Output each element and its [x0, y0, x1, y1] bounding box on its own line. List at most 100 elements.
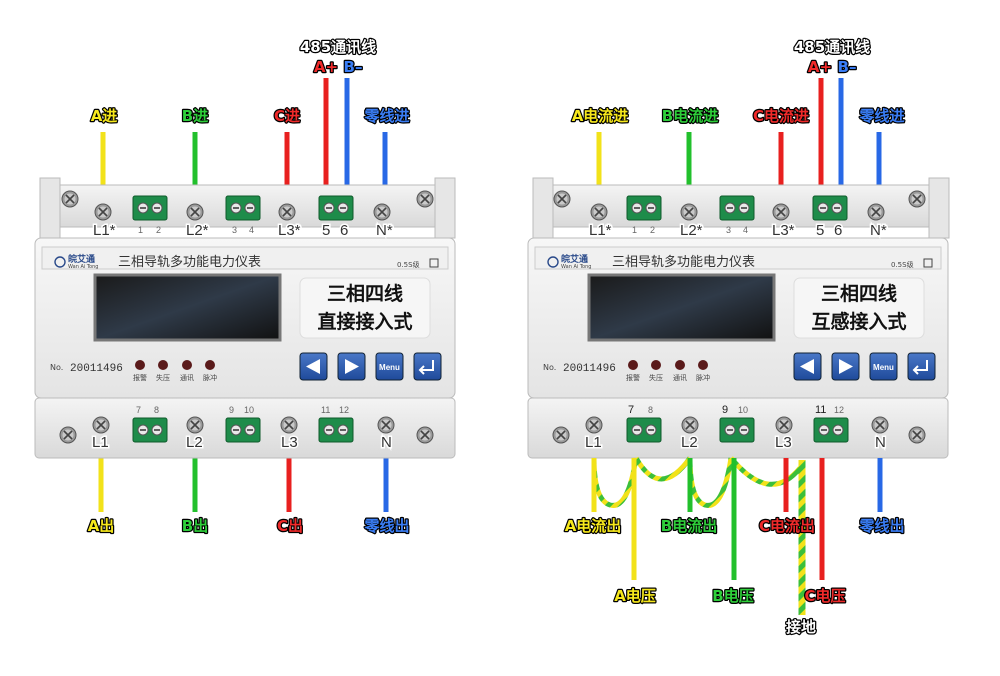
label-ground: 接地 — [786, 618, 816, 636]
right-button[interactable] — [831, 352, 860, 381]
terminal-num-4: 4 — [743, 225, 748, 235]
terminal-num-8: 8 — [648, 405, 653, 415]
terminal-num-12: 12 — [339, 405, 349, 415]
label-n-out: 零线出 — [858, 517, 904, 535]
left-button[interactable] — [299, 352, 328, 381]
mode-line-2: 互感接入式 — [811, 310, 906, 333]
lcd-screen — [587, 273, 776, 342]
meter-title: 三相导轨多功能电力仪表 — [612, 254, 755, 270]
wire-ground-bc-bridge — [729, 456, 802, 487]
led-pulse — [698, 360, 708, 370]
label-a-in: A进 — [91, 107, 118, 125]
terminal-l2: L2 — [681, 434, 698, 451]
terminal-6: 6 — [340, 222, 348, 239]
led-label-voltage-loss: 失压 — [156, 373, 170, 382]
terminal-num-10: 10 — [244, 405, 254, 415]
label-n-in: 零线进 — [858, 107, 904, 125]
label-b-voltage: B电压 — [712, 587, 753, 605]
terminal-num-12: 12 — [834, 405, 844, 415]
terminal-6: 6 — [834, 222, 842, 239]
mode-line-1: 三相四线 — [821, 282, 897, 305]
top-wires — [596, 78, 882, 185]
led-label-voltage-loss: 失压 — [649, 373, 663, 382]
terminal-num-10: 10 — [738, 405, 748, 415]
terminal-l3: L3 — [281, 434, 298, 451]
led-label-comm: 通讯 — [180, 373, 194, 382]
brand-name: 皖艾通 — [68, 253, 95, 265]
accuracy-class: 0.5S级 — [397, 260, 420, 269]
terminal-num-4: 4 — [249, 225, 254, 235]
comm-b-label: B– — [838, 58, 857, 76]
label-c-current-in: C电流进 — [753, 107, 809, 125]
right-button[interactable] — [337, 352, 366, 381]
label-c-in: C进 — [274, 107, 300, 125]
led-alarm — [135, 360, 145, 370]
terminal-num-7: 7 — [136, 405, 141, 415]
enter-button[interactable] — [907, 352, 936, 381]
comm-line-label: 485通讯线 — [794, 38, 870, 56]
terminal-num-11: 11 — [321, 405, 330, 415]
brand-name-en: Wan Ai Tong — [68, 264, 98, 270]
terminal-n-star: N* — [376, 222, 393, 239]
comm-line-label: 485通讯线 — [300, 38, 376, 56]
terminal-l1-star: L1* — [589, 222, 612, 239]
terminal-l2: L2 — [186, 434, 203, 451]
terminal-num-1: 1 — [632, 225, 637, 235]
arrow-left-icon — [306, 359, 320, 374]
terminal-num-2: 2 — [650, 225, 655, 235]
serial-number: 20011496 — [70, 363, 123, 375]
label-n-out: 零线出 — [363, 517, 409, 535]
menu-button[interactable]: Menu — [375, 352, 404, 381]
led-pulse — [205, 360, 215, 370]
led-label-alarm: 报警 — [133, 373, 147, 382]
terminal-num-8: 8 — [154, 405, 159, 415]
terminal-l1: L1 — [585, 434, 602, 451]
comm-b-label: B– — [344, 58, 363, 76]
top-wires — [100, 78, 388, 185]
brand-logo-icon — [54, 256, 66, 268]
enter-icon — [418, 360, 434, 375]
comm-a-label: A+ — [314, 58, 338, 76]
label-a-current-in: A电流进 — [572, 107, 629, 125]
arrow-right-icon — [839, 359, 853, 374]
led-label-alarm: 报警 — [626, 373, 640, 382]
bottom-wires — [98, 458, 389, 512]
led-voltage-loss — [158, 360, 168, 370]
brand-logo-icon — [547, 256, 559, 268]
terminal-num-11: 11 — [815, 404, 826, 416]
led-alarm — [628, 360, 638, 370]
terminal-num-1: 1 — [138, 225, 143, 235]
serial-number: 20011496 — [563, 363, 616, 375]
label-a-out: A出 — [88, 517, 115, 535]
label-c-current-out: C电流出 — [759, 517, 815, 535]
led-label-comm: 通讯 — [673, 373, 687, 382]
label-c-out: C出 — [277, 517, 303, 535]
meter-left: L1* L2* L3* 5 6 N* 1 2 3 4 皖艾通 Wan Ai To… — [34, 37, 456, 536]
label-a-voltage: A电压 — [614, 587, 656, 605]
terminal-l1: L1 — [92, 434, 109, 451]
terminal-n: N — [381, 434, 392, 451]
label-a-current-out: A电流出 — [565, 517, 622, 535]
terminal-l2-star: L2* — [186, 222, 209, 239]
led-comm — [675, 360, 685, 370]
brand-name-en: Wan Ai Tong — [561, 264, 591, 270]
menu-button[interactable]: Menu — [869, 352, 898, 381]
terminal-n: N — [875, 434, 886, 451]
terminal-n-star: N* — [870, 222, 887, 239]
terminal-5: 5 — [322, 222, 330, 239]
arrow-right-icon — [345, 359, 359, 374]
terminal-num-3: 3 — [726, 225, 731, 235]
brand-name: 皖艾通 — [561, 253, 588, 265]
label-b-current-out: B电流出 — [661, 517, 717, 535]
led-voltage-loss — [651, 360, 661, 370]
enter-icon — [912, 360, 928, 375]
led-label-pulse: 脉冲 — [696, 373, 710, 382]
meter-right: L1* L2* L3* 5 6 N* 1 2 3 4 皖艾通 Wan Ai To… — [527, 37, 950, 637]
enter-button[interactable] — [413, 352, 442, 381]
terminal-num-3: 3 — [232, 225, 237, 235]
wire-ground-ab-bridge — [633, 456, 693, 482]
serial-label: No. — [50, 363, 63, 372]
terminal-5: 5 — [816, 222, 824, 239]
left-button[interactable] — [793, 352, 822, 381]
